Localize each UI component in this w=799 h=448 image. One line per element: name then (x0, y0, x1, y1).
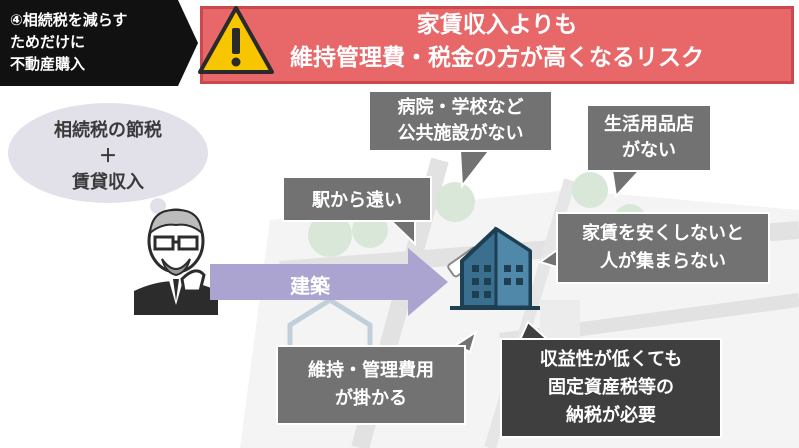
topic-tag (0, 0, 198, 86)
callout-lower-rent: 家賃を安くしないと 人が集まらない (556, 212, 770, 284)
risk-banner (200, 6, 794, 84)
risk-banner-title: 家賃収入よりも 維持管理費・税金の方が高くなるリスク (290, 12, 704, 71)
callout-property-tax: 収益性が低くても 固定資産税等の 納税が必要 (500, 338, 722, 438)
old-man-icon (134, 208, 218, 315)
apartment-building-icon (447, 226, 540, 310)
build-arrow-label: 建築 (290, 274, 330, 298)
callout-no-public-facilities: 病院・学校など 公共施設がない (368, 90, 553, 152)
thought-dot (150, 198, 166, 214)
build-arrow (210, 248, 448, 316)
warning-icon (198, 6, 274, 74)
thought-bubble (8, 103, 208, 203)
callout-far-from-station: 駅から遠い (282, 176, 432, 222)
topic-tag-text: ④相続税を減らす ためだけに 不動産購入 (10, 11, 128, 73)
callout-no-shops: 生活用品店 がない (586, 104, 712, 172)
callout-maintenance-cost: 維持・管理費用 が掛かる (276, 345, 466, 425)
thought-text: 相続税の節税 ＋ 賃貸収入 (54, 120, 162, 193)
